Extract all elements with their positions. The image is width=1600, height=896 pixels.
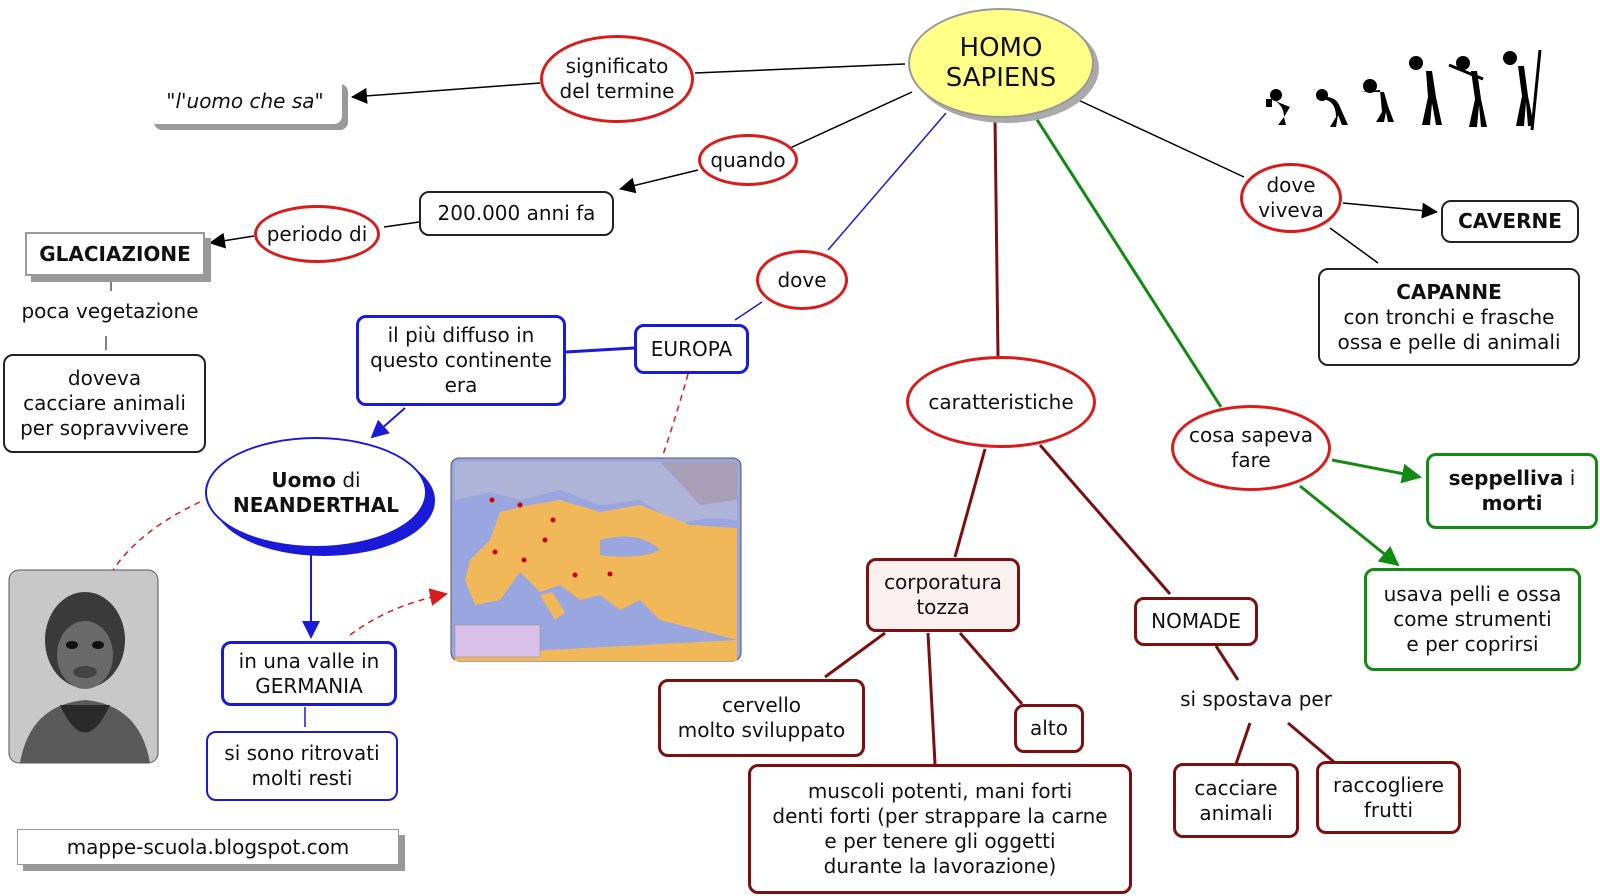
connector: [789, 91, 913, 149]
node-seppelliva[interactable]: seppelliva i morti: [1426, 453, 1598, 529]
connector: [1331, 458, 1422, 484]
connector: [827, 112, 947, 251]
connector: [349, 588, 448, 636]
node-diffuso[interactable]: il più diffuso in questo continente era: [356, 315, 566, 406]
node-usava-pelli[interactable]: usava pelli e ossa come strumenti e per …: [1364, 568, 1581, 671]
connector: [824, 631, 886, 679]
link-significato[interactable]: significato del termine: [540, 35, 694, 123]
connector: [926, 632, 937, 765]
europe-map: [450, 457, 742, 662]
capanne-text: con tronchi e frasche ossa e pelle di an…: [1337, 304, 1561, 354]
connector: [1038, 444, 1172, 595]
connector: [351, 82, 541, 104]
node-muscoli[interactable]: muscoli potenti, mani forti denti forti …: [748, 764, 1132, 894]
node-raccogliere-frutti[interactable]: raccogliere frutti: [1316, 761, 1461, 834]
connector: [619, 169, 699, 194]
node-cervello[interactable]: cervello molto sviluppato: [658, 679, 865, 757]
connector: [1342, 202, 1438, 219]
evolution-silhouettes-icon: [1266, 49, 1542, 131]
node-caverne[interactable]: CAVERNE: [1441, 200, 1579, 243]
node-resti[interactable]: si sono ritrovati molti resti: [206, 731, 398, 801]
root-homo-sapiens[interactable]: HOMO SAPIENS: [908, 8, 1094, 118]
node-europa[interactable]: EUROPA: [634, 324, 749, 374]
node-doveva-cacciare[interactable]: doveva cacciare animali per sopravvivere: [3, 354, 206, 453]
connector: [370, 407, 406, 439]
connector: [694, 63, 906, 74]
link-periodo-di[interactable]: periodo di: [254, 205, 380, 263]
connector: [112, 501, 201, 571]
link-dove-viveva[interactable]: dove viveva: [1240, 163, 1342, 233]
connector: [565, 346, 635, 354]
connector: [1214, 645, 1240, 681]
node-200000-anni[interactable]: 200.000 anni fa: [419, 191, 614, 236]
link-caratteristiche[interactable]: caratteristiche: [906, 356, 1096, 448]
capanne-title: CAPANNE: [1396, 279, 1502, 304]
connector: [993, 117, 1000, 357]
seppelliva-word: seppelliva: [1448, 466, 1564, 490]
connector: [662, 373, 689, 456]
root-line-1: HOMO: [959, 33, 1043, 63]
connector: [1287, 721, 1335, 764]
neanderthal-di: di: [335, 467, 361, 492]
seppelliva-line-1: seppelliva i: [1449, 466, 1576, 491]
connector: [958, 632, 1024, 705]
root-line-2: SAPIENS: [945, 63, 1057, 93]
seppelliva-morti: morti: [1481, 491, 1543, 515]
seppelliva-i: i: [1563, 466, 1576, 490]
node-corporatura[interactable]: corporatura tozza: [866, 558, 1020, 632]
node-uomo-che-sa[interactable]: "l'uomo che sa": [148, 78, 342, 124]
node-glaciazione[interactable]: GLACIAZIONE: [25, 232, 205, 276]
node-valle-germania[interactable]: in una valle in GERMANIA: [221, 641, 397, 706]
node-blog[interactable]: mappe-scuola.blogspot.com: [17, 829, 399, 865]
node-cacciare-animali[interactable]: cacciare animali: [1173, 763, 1299, 838]
node-si-spostava: si spostava per: [1180, 686, 1332, 711]
neanderthal-line-1: Uomo di: [271, 468, 360, 493]
node-alto[interactable]: alto: [1014, 704, 1084, 753]
neanderthal-photo: [8, 569, 159, 764]
connector: [1329, 227, 1379, 264]
connector: [734, 301, 763, 321]
node-capanne[interactable]: CAPANNE con tronchi e frasche ossa e pel…: [1318, 268, 1580, 366]
connector: [953, 448, 987, 558]
link-dove-europa[interactable]: dove: [756, 250, 848, 310]
connector: [1075, 98, 1245, 178]
node-nomade[interactable]: NOMADE: [1134, 597, 1258, 646]
neanderthal-name: NEANDERTHAL: [233, 492, 399, 517]
node-poca-vegetazione: poca vegetazione: [21, 298, 199, 323]
connector: [383, 221, 420, 228]
link-quando[interactable]: quando: [698, 134, 798, 186]
connector: [1299, 484, 1400, 567]
node-neanderthal[interactable]: Uomo di NEANDERTHAL: [205, 437, 427, 548]
link-cosa-sapeva-fare[interactable]: cosa sapeva fare: [1171, 405, 1331, 491]
neanderthal-uomo: Uomo: [271, 467, 336, 492]
connector: [1034, 117, 1223, 408]
connector: [1234, 722, 1252, 765]
connector: [209, 232, 255, 249]
